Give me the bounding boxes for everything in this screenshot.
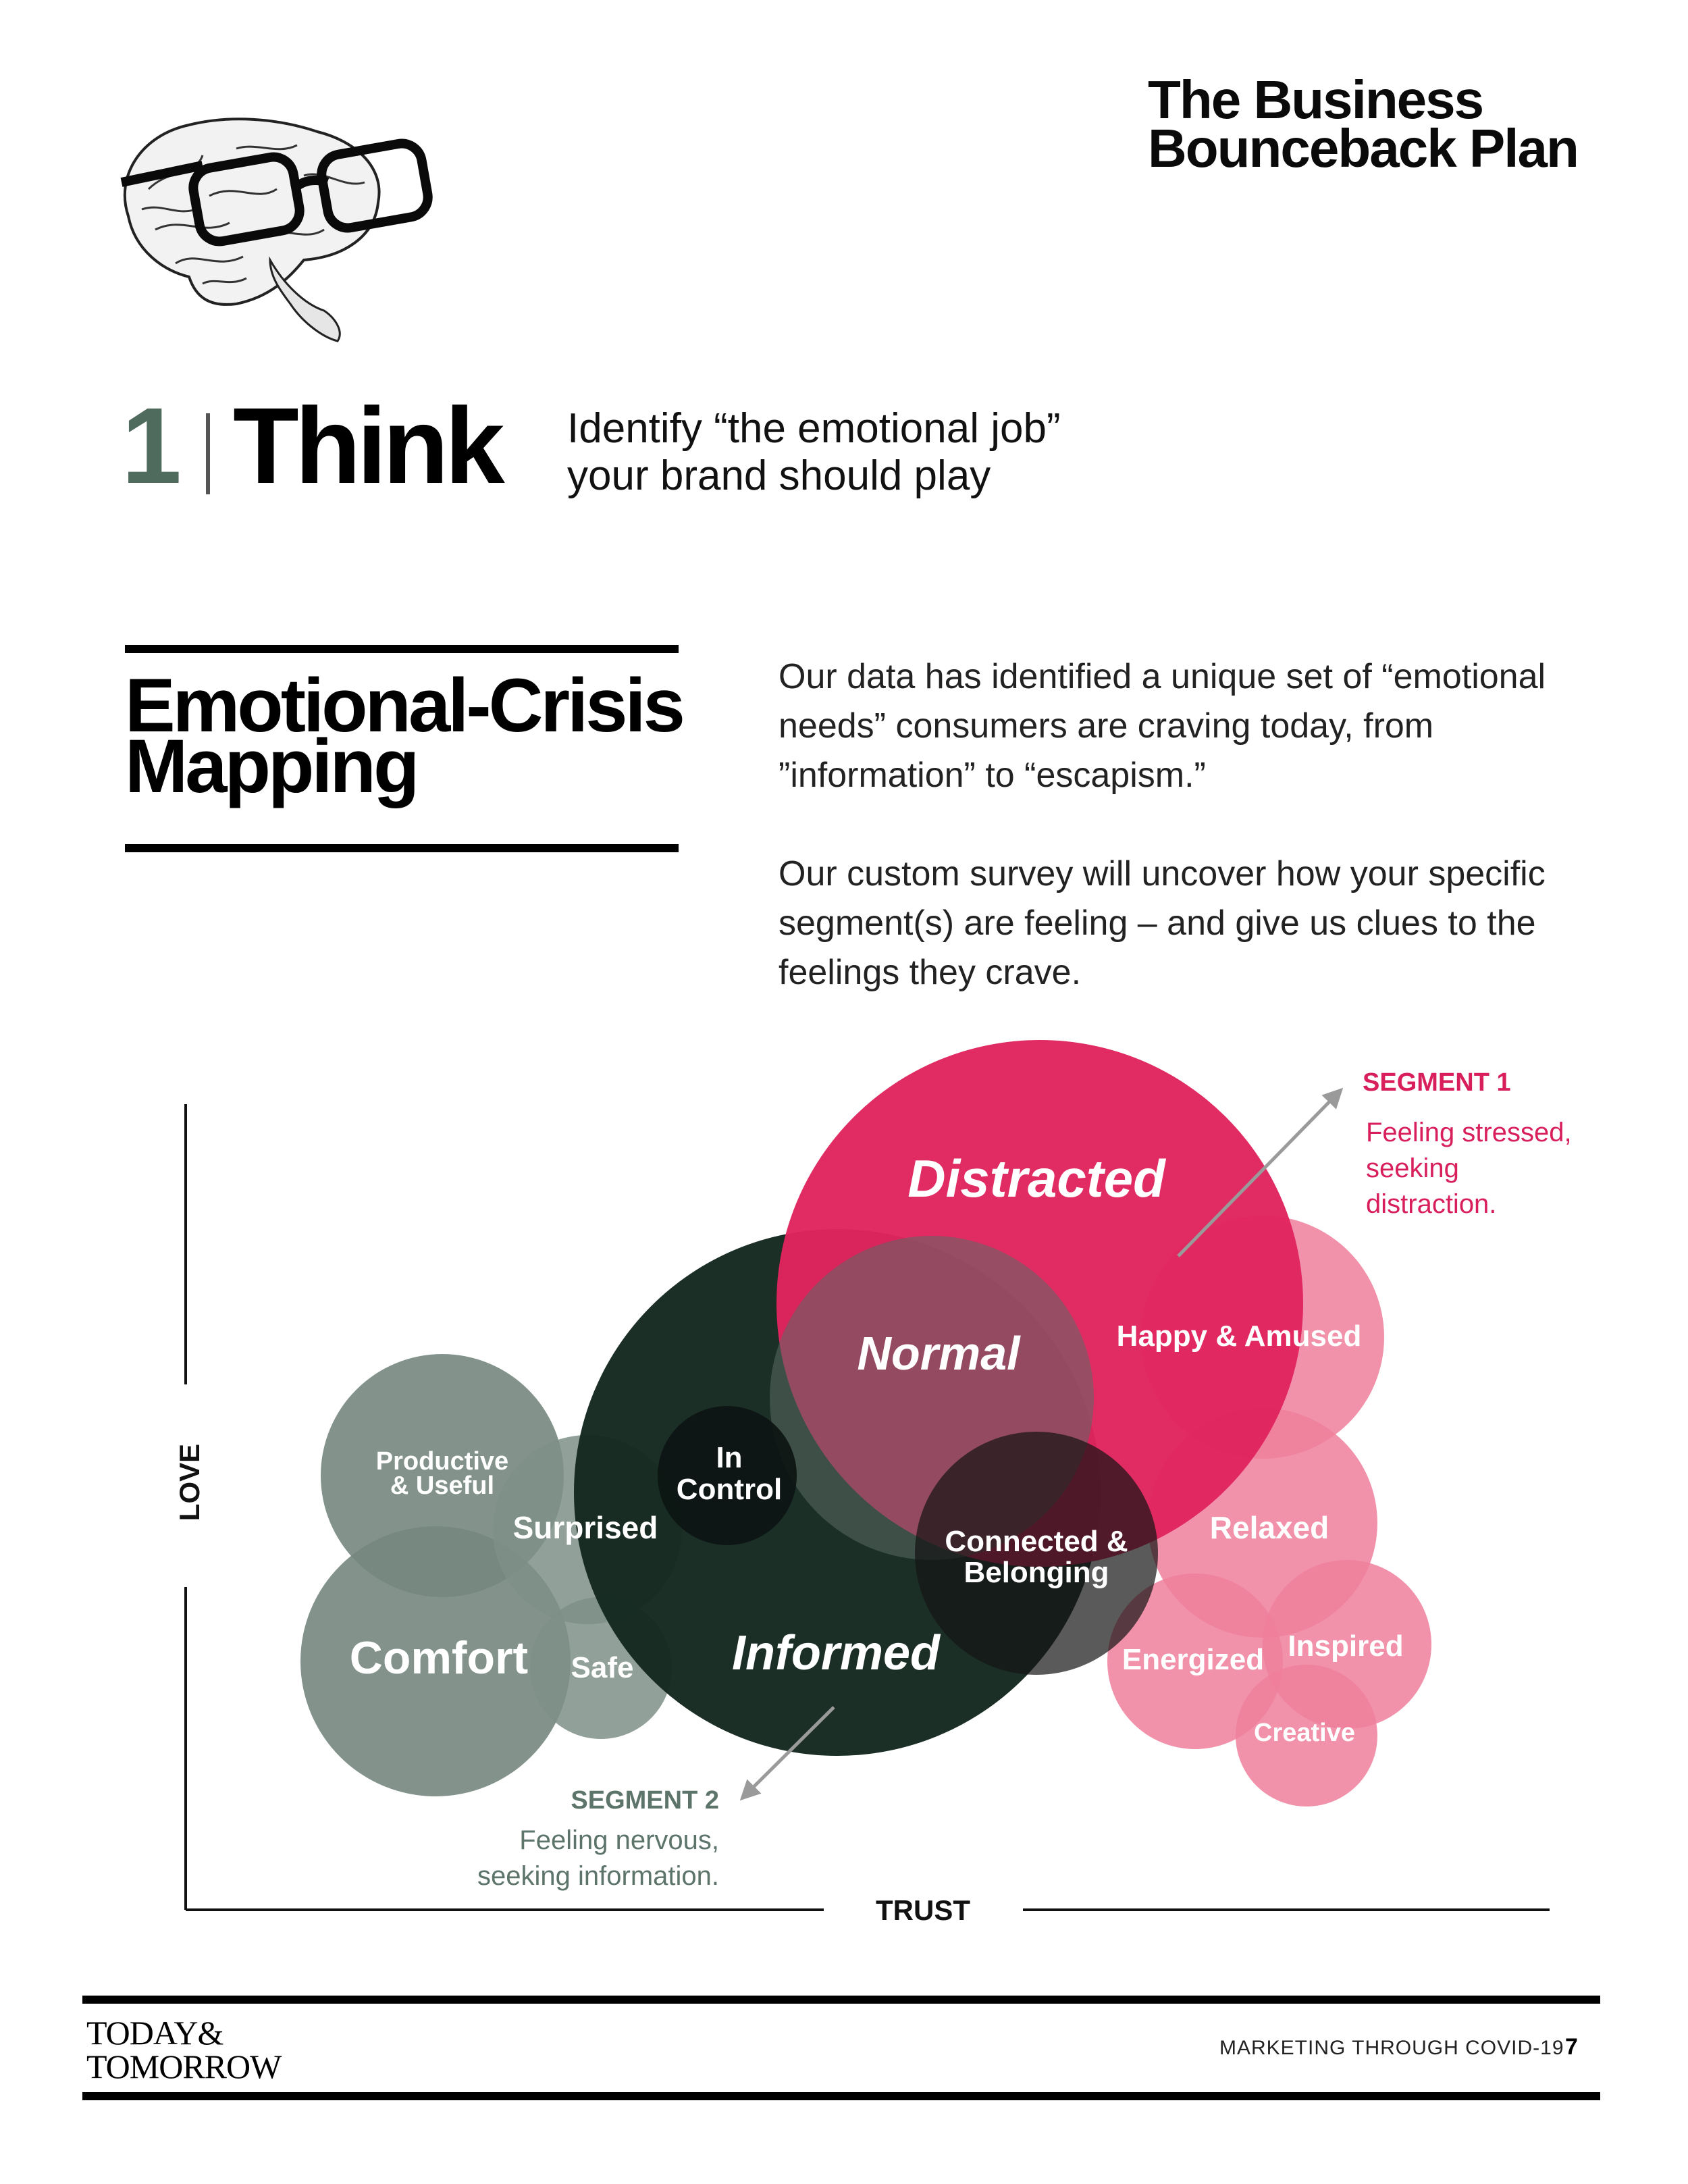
segment1-line: distraction. <box>1366 1189 1496 1219</box>
block-title: Emotional-Crisis Mapping <box>125 663 692 808</box>
title-rule-bottom <box>125 844 679 852</box>
brand-logo: TODAY& TOMORROW <box>86 2014 282 2085</box>
step-description-line: Identify “the emotional job” <box>567 405 1061 452</box>
label-safe: Safe <box>571 1651 634 1684</box>
segment2-line: Feeling nervous, <box>519 1825 719 1855</box>
bubble-comfort <box>300 1526 571 1796</box>
footer-rule-top <box>82 1996 1600 2004</box>
brain-with-glasses-icon <box>120 118 433 342</box>
paragraph-line: needs” consumers are craving today, from <box>779 706 1434 746</box>
document-title-line: Bounceback Plan <box>1148 118 1579 178</box>
segment1-line: Feeling stressed, <box>1366 1118 1572 1147</box>
intro-paragraph: Our data has identified a unique set of … <box>779 652 1589 800</box>
bubble-energized <box>1107 1574 1283 1749</box>
survey-paragraph: Our custom survey will uncover how your … <box>779 850 1589 997</box>
page-number: 7 <box>1565 2034 1578 2060</box>
step-description: Identify “the emotional job” your brand … <box>567 405 1175 500</box>
segment2-arrow <box>739 1706 835 1801</box>
bubble-in-control <box>658 1406 797 1545</box>
segment1-line: seeking <box>1366 1153 1459 1183</box>
label-productive: & Useful <box>390 1472 494 1500</box>
block-title-line: Mapping <box>125 724 419 808</box>
label-inspired: Inspired <box>1288 1630 1403 1663</box>
footer-rule-bottom <box>82 2092 1600 2100</box>
title-rule-top <box>125 645 679 653</box>
label-energized: Energized <box>1122 1643 1264 1676</box>
footer-document-name: MARKETING THROUGH COVID-19 <box>1219 2037 1564 2059</box>
label-informed: Informed <box>732 1626 941 1680</box>
step-description-line: your brand should play <box>567 452 991 499</box>
emotion-bubble-map: LOVE TRUST Distracted Normal Happy & Amu… <box>174 1040 1572 1926</box>
x-axis-label: TRUST <box>876 1894 970 1926</box>
segment1-arrow <box>1177 1087 1344 1257</box>
bubble-creative <box>1236 1665 1377 1806</box>
paragraph-line: Our data has identified a unique set of … <box>779 657 1546 696</box>
segment1-title: SEGMENT 1 <box>1363 1068 1511 1097</box>
document-title-line: The Business <box>1148 70 1484 130</box>
block-title-line: Emotional-Crisis <box>125 663 685 748</box>
label-distracted: Distracted <box>907 1149 1166 1208</box>
step-number: 1 <box>122 385 182 506</box>
brand-logo-line: TODAY& <box>86 2014 223 2052</box>
brand-logo-line: TOMORROW <box>86 2048 282 2085</box>
label-in-control: Control <box>677 1473 782 1506</box>
label-normal: Normal <box>857 1327 1021 1380</box>
label-happy-amused: Happy & Amused <box>1117 1320 1362 1353</box>
step-title: Think <box>233 385 505 506</box>
bubble-connected-belonging <box>915 1432 1158 1675</box>
segment2-line: seeking information. <box>477 1861 719 1891</box>
label-productive: Productive <box>376 1447 508 1476</box>
paragraph-line: ”information” to “escapism.” <box>779 756 1206 795</box>
paragraph-line: Our custom survey will uncover how your … <box>779 854 1546 893</box>
step-divider <box>206 413 210 494</box>
label-creative: Creative <box>1254 1719 1355 1747</box>
paragraph-line: feelings they crave. <box>779 953 1082 992</box>
segment2-title: SEGMENT 2 <box>571 1786 719 1815</box>
label-surprised: Surprised <box>513 1510 658 1545</box>
label-connected: Connected & <box>945 1525 1128 1558</box>
label-in-control: In <box>716 1441 742 1474</box>
label-relaxed: Relaxed <box>1210 1510 1329 1545</box>
label-connected: Belonging <box>964 1556 1109 1589</box>
document-title: The Business Bounceback Plan <box>1148 70 1620 178</box>
paragraph-line: segment(s) are feeling – and give us clu… <box>779 904 1536 943</box>
label-comfort: Comfort <box>350 1632 528 1684</box>
y-axis-label: LOVE <box>174 1444 205 1521</box>
